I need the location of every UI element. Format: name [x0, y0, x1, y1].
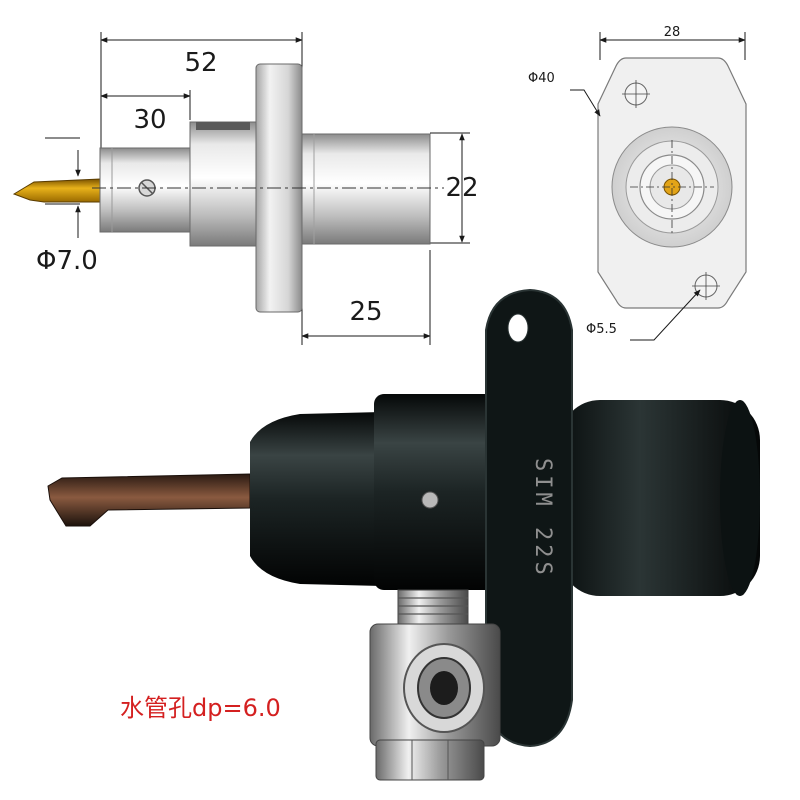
dim-hole-diameter: Φ5.5: [586, 322, 617, 337]
product-photo: SIM 22S: [47, 288, 760, 781]
holder-nose: [250, 412, 384, 586]
holder-flange: [485, 288, 573, 748]
coolant-hole-note: 水管孔dp=6.0: [120, 694, 281, 722]
rear-body: [301, 133, 431, 245]
holder-rear-cylinder: [560, 400, 760, 596]
dim-body-diameter: 22: [445, 173, 478, 203]
flange-hole-top: [507, 313, 529, 343]
holder-engraving: SIM 22S: [530, 458, 555, 579]
coolant-fitting-thread: [397, 589, 469, 625]
dim-shank-length: 30: [133, 105, 166, 135]
coolant-port: [430, 671, 458, 705]
front-view-drawing: 28 Φ40 Φ5.5: [528, 25, 747, 341]
carbide-insert-tip: [12, 178, 101, 203]
side-view-drawing: 52 30 22 25 Φ7.0: [12, 32, 479, 345]
leader-phi55: [630, 289, 701, 341]
dim-total-length: 52: [184, 48, 217, 78]
dim-width: 28: [664, 25, 681, 40]
dim-rear-length: 25: [349, 297, 382, 327]
coolant-fitting-nut: [375, 739, 485, 781]
pin-screw: [421, 491, 439, 509]
boring-bar: [47, 473, 251, 527]
front-body: [189, 121, 257, 247]
leader-phi40: [570, 89, 601, 117]
dim-tip-diameter: Φ7.0: [36, 246, 98, 276]
dim-outer-diameter: Φ40: [528, 71, 555, 86]
